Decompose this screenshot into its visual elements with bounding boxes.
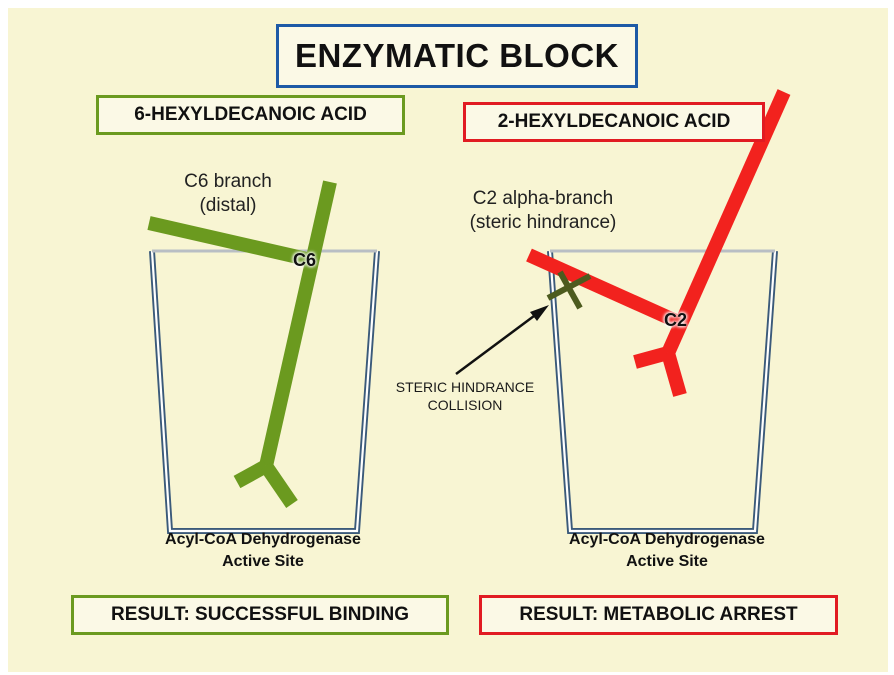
right-site-line1: Acyl-CoA Dehydrogenase bbox=[569, 531, 765, 548]
c6-atom-label: C6 bbox=[293, 250, 317, 270]
left-active-site-cup bbox=[149, 249, 380, 534]
right-result-label: RESULT: METABOLIC ARREST bbox=[479, 595, 838, 635]
collision-note-line1: STERIC HINDRANCE bbox=[395, 379, 535, 395]
c2-atom-label: C2 bbox=[664, 310, 688, 330]
left-result-label: RESULT: SUCCESSFUL BINDING bbox=[71, 595, 449, 635]
left-compound-label: 6-HEXYLDECANOIC ACID bbox=[96, 95, 405, 135]
c2-branch-note-line2: (steric hindrance) bbox=[469, 212, 617, 233]
right-active-site-label: Acyl-CoA Dehydrogenase Active Site bbox=[537, 529, 797, 573]
page-title: ENZYMATIC BLOCK bbox=[276, 24, 638, 88]
c6-branch-note-line2: (distal) bbox=[199, 195, 257, 216]
c6-branch-note-line1: C6 branch bbox=[184, 171, 272, 192]
left-site-line1: Acyl-CoA Dehydrogenase bbox=[165, 531, 361, 548]
right-compound-label: 2-HEXYLDECANOIC ACID bbox=[463, 102, 765, 142]
c2-branch-note-line1: C2 alpha-branch bbox=[472, 188, 614, 209]
c6-branch-note: C6 branch (distal) bbox=[143, 170, 313, 218]
left-active-site-label: Acyl-CoA Dehydrogenase Active Site bbox=[133, 529, 393, 573]
right-site-line2: Active Site bbox=[626, 553, 708, 570]
collision-note: STERIC HINDRANCE COLLISION bbox=[370, 378, 560, 414]
diagram-canvas: ENZYMATIC BLOCK 6-HEXYLDECANOIC ACID 2-H… bbox=[8, 8, 888, 672]
collision-note-line2: COLLISION bbox=[427, 397, 503, 413]
left-site-line2: Active Site bbox=[222, 553, 304, 570]
left-molecule-structure bbox=[147, 180, 337, 508]
collision-x-mark bbox=[546, 270, 592, 310]
c2-branch-note: C2 alpha-branch (steric hindrance) bbox=[438, 187, 648, 235]
right-active-site-cup bbox=[547, 249, 778, 534]
collision-arrow bbox=[455, 305, 549, 376]
